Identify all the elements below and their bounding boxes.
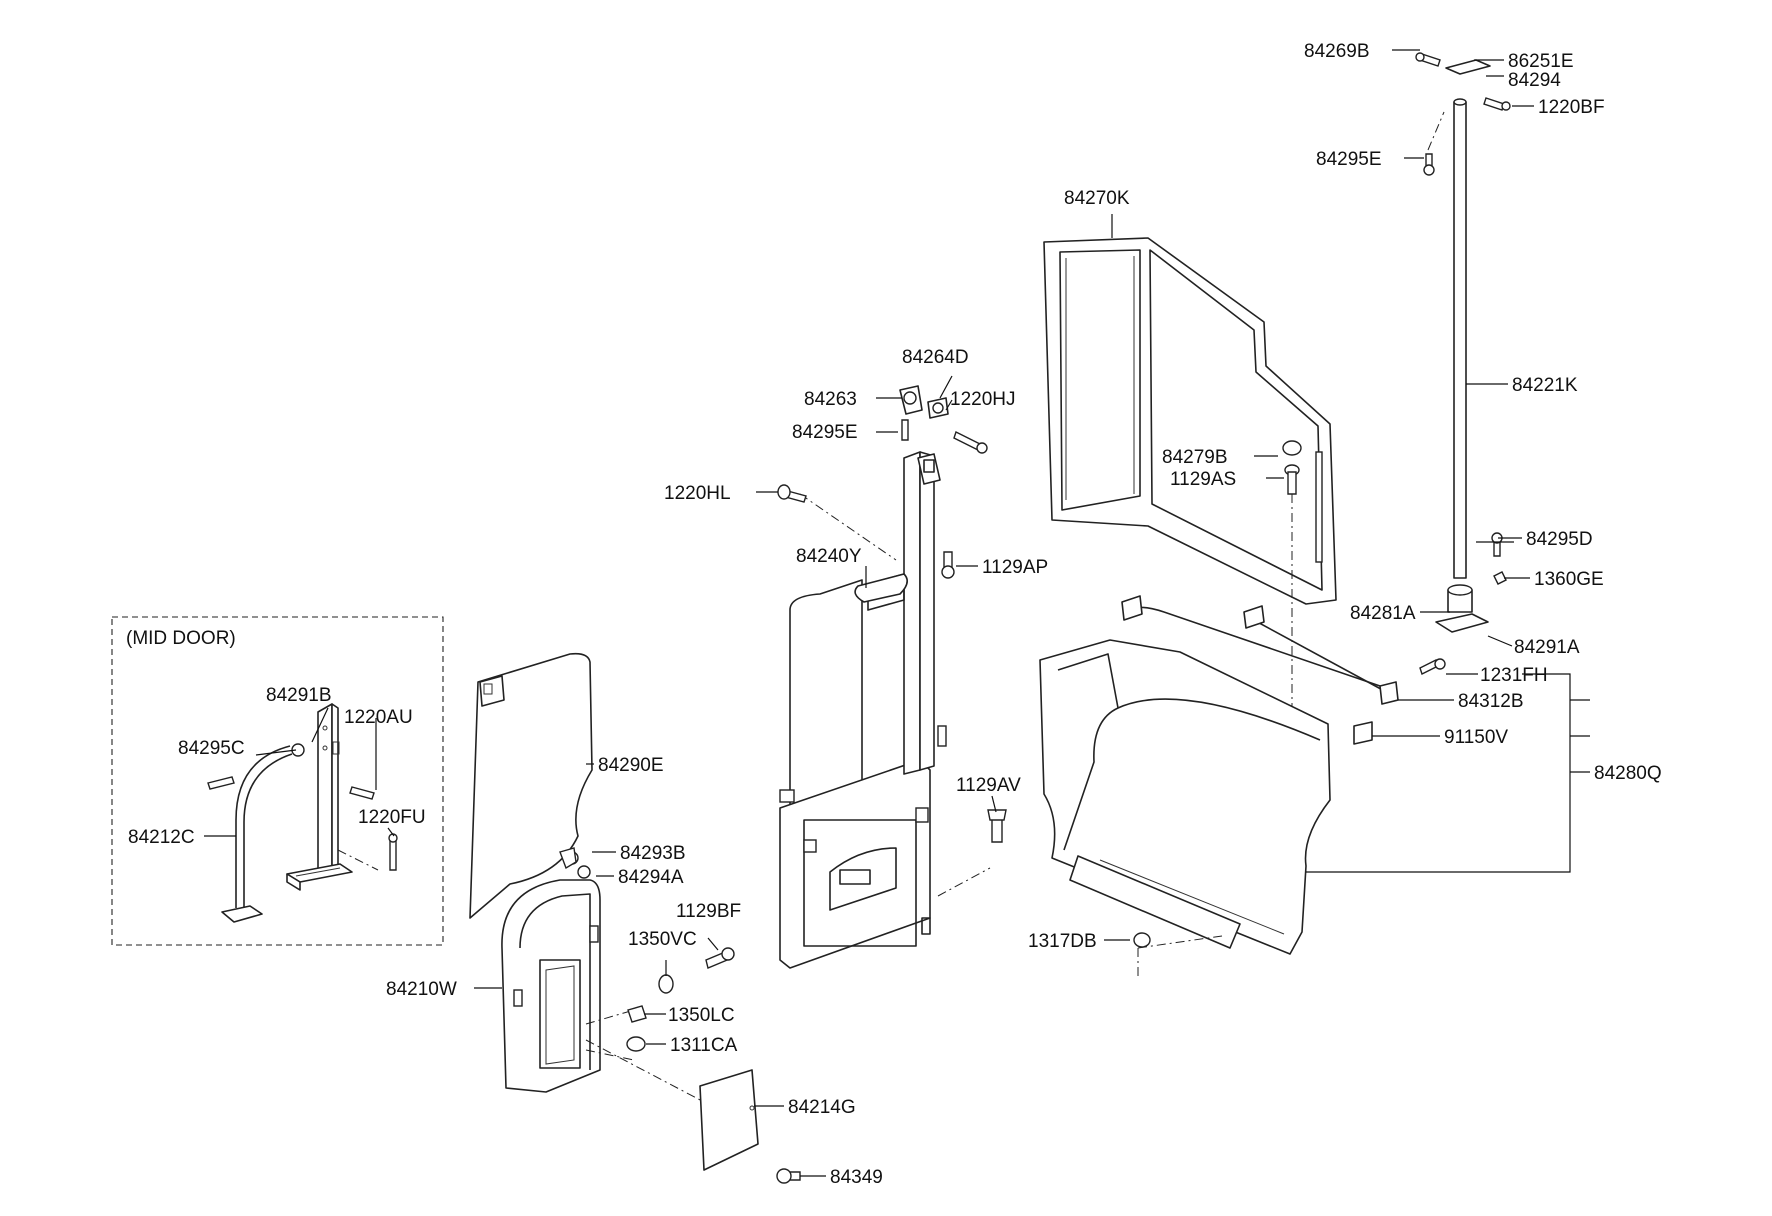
label-1220hj: 1220HJ bbox=[950, 389, 1016, 410]
label-84294a: 84294A bbox=[618, 867, 684, 888]
label-1220bf: 1220BF bbox=[1538, 97, 1605, 118]
cover-fasteners bbox=[559, 847, 735, 1052]
mid-door-group-label: (MID DOOR) bbox=[126, 628, 236, 649]
rail-assembly bbox=[1121, 595, 1446, 745]
mid-door-rod-84212c bbox=[221, 743, 305, 923]
label-1220fu: 1220FU bbox=[358, 807, 426, 828]
label-84295d: 84295D bbox=[1526, 529, 1593, 550]
hinge-84264d bbox=[927, 397, 949, 419]
leader-lines bbox=[204, 49, 1590, 1177]
label-84293b: 84293B bbox=[620, 843, 686, 864]
label-84295c: 84295C bbox=[178, 738, 245, 759]
part-labels: 84269B 86251E 84294 1220BF 84295E 84270K… bbox=[128, 41, 1662, 1188]
label-84295e-hinge: 84295E bbox=[792, 422, 858, 443]
label-1220au: 1220AU bbox=[344, 707, 413, 728]
mid-door-group-box bbox=[111, 616, 444, 946]
label-1129ap: 1129AP bbox=[982, 557, 1048, 578]
mid-door-post bbox=[286, 703, 379, 891]
cover-84210w bbox=[501, 879, 705, 1103]
label-84210w: 84210W bbox=[386, 979, 457, 1000]
label-1350lc: 1350LC bbox=[668, 1005, 735, 1026]
label-84280q: 84280Q bbox=[1594, 763, 1662, 784]
label-1129bf: 1129BF bbox=[676, 901, 741, 922]
trim-84280q bbox=[1039, 639, 1331, 978]
label-84349: 84349 bbox=[830, 1167, 883, 1188]
grommet-1317db bbox=[1133, 932, 1151, 948]
grommet-84279b bbox=[1282, 440, 1302, 456]
label-84290e: 84290E bbox=[598, 755, 664, 776]
label-84240y: 84240Y bbox=[796, 546, 862, 567]
label-84264d: 84264D bbox=[902, 347, 969, 368]
label-91150v: 91150V bbox=[1444, 727, 1508, 748]
label-1220hl: 1220HL bbox=[664, 483, 731, 504]
label-1311ca: 1311CA bbox=[670, 1035, 738, 1056]
label-84281a: 84281A bbox=[1350, 603, 1416, 624]
label-1350vc: 1350VC bbox=[628, 929, 697, 950]
label-84263: 84263 bbox=[804, 389, 857, 410]
label-84295e-top: 84295E bbox=[1316, 149, 1382, 170]
label-84291a: 84291A bbox=[1514, 637, 1580, 658]
pole-base bbox=[1435, 532, 1507, 633]
door-frame-84240y bbox=[779, 451, 991, 969]
window-frame-84270k bbox=[1043, 237, 1337, 605]
label-1129av: 1129AV bbox=[956, 775, 1021, 796]
plate-84214g bbox=[699, 1069, 801, 1184]
panel-84290e bbox=[469, 652, 593, 919]
pole-84221k bbox=[1415, 52, 1511, 579]
label-84221k: 84221K bbox=[1512, 375, 1578, 396]
label-84294: 84294 bbox=[1508, 70, 1561, 91]
label-1129as: 1129AS bbox=[1170, 469, 1236, 490]
hinge-bolts bbox=[777, 419, 1007, 843]
label-84212c: 84212C bbox=[128, 827, 195, 848]
label-1360ge: 1360GE bbox=[1534, 569, 1604, 590]
label-86251e: 86251E bbox=[1508, 51, 1574, 72]
label-84214g: 84214G bbox=[788, 1097, 856, 1118]
label-84269b: 84269B bbox=[1304, 41, 1370, 62]
mid-door-bolts bbox=[207, 776, 398, 871]
label-84312b: 84312B bbox=[1458, 691, 1524, 712]
label-84279b: 84279B bbox=[1162, 447, 1228, 468]
label-1231fh: 1231FH bbox=[1480, 665, 1548, 686]
label-1317db: 1317DB bbox=[1028, 931, 1097, 952]
label-84270k: 84270K bbox=[1064, 188, 1130, 209]
bolt-1129as bbox=[1284, 464, 1300, 730]
label-84291b: 84291B bbox=[266, 685, 332, 706]
hinge-84263 bbox=[899, 385, 923, 415]
